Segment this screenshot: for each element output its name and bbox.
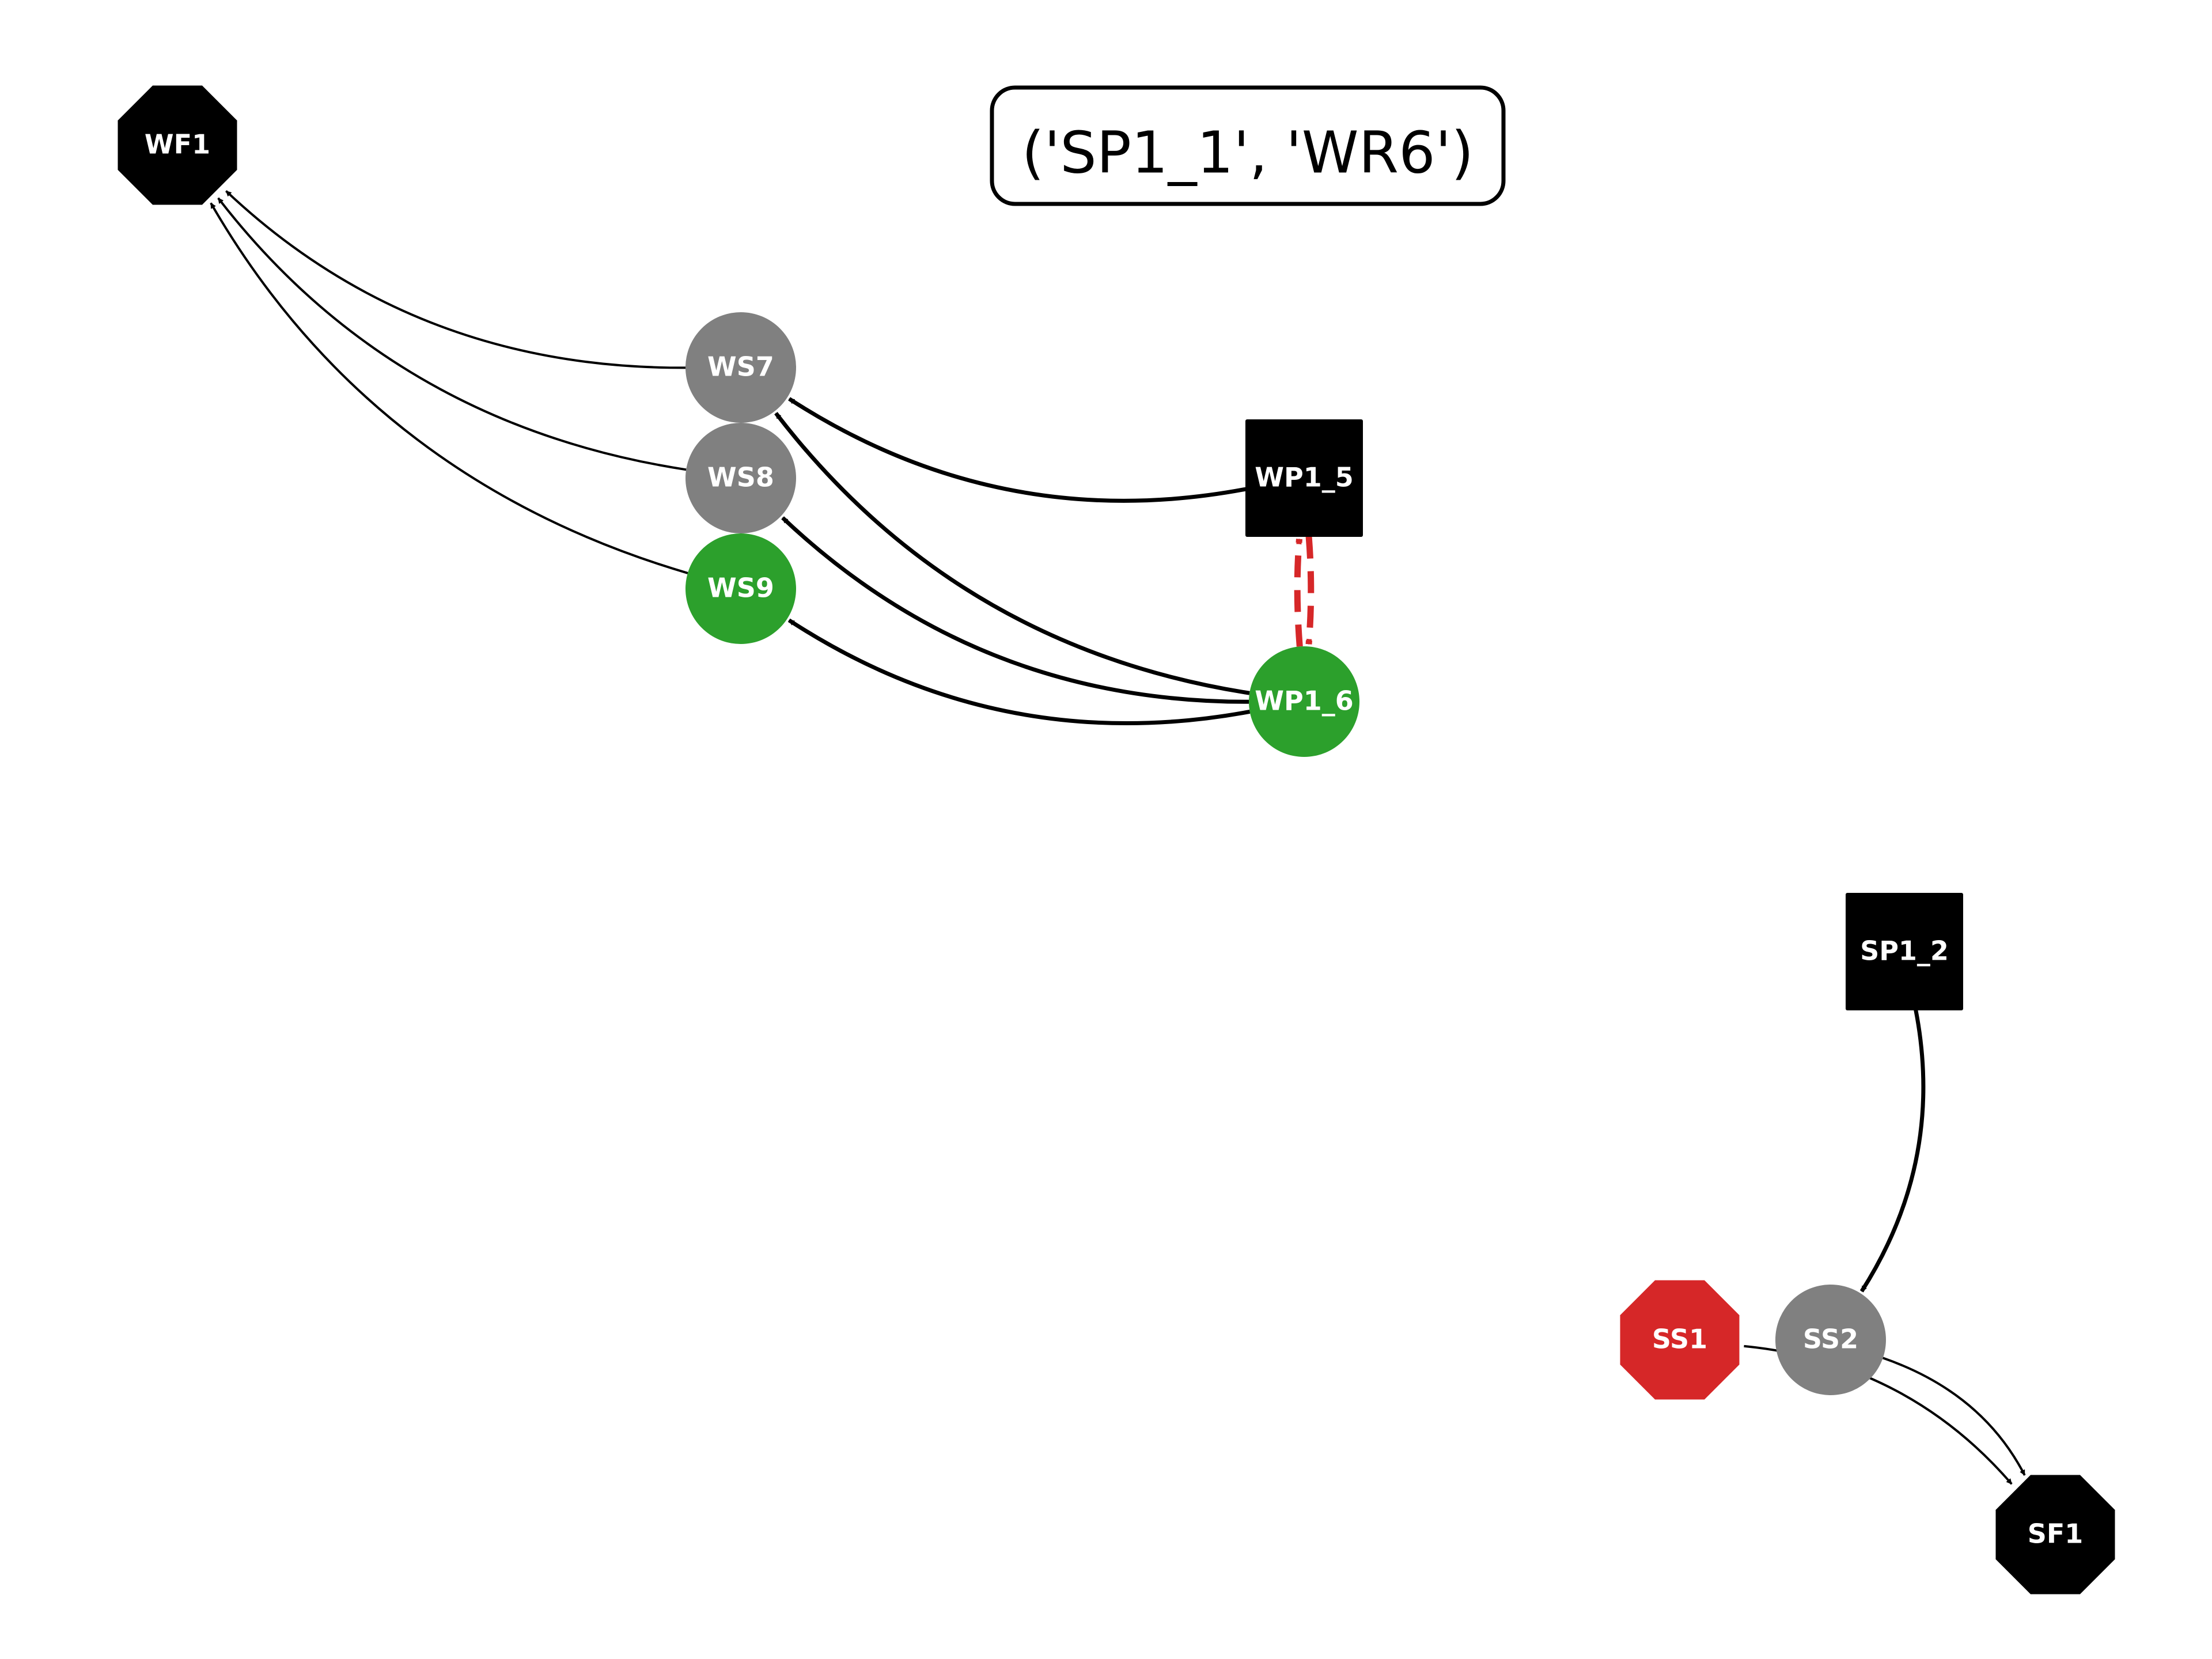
edge-wp1-6-to-ws9 <box>787 618 1251 725</box>
node-ws7[interactable]: WS7 <box>685 312 796 423</box>
circle-node-shape <box>1249 646 1359 757</box>
edge-ss2-to-sf1 <box>1883 1357 2026 1476</box>
node-wp1-5[interactable]: WP1_5 <box>1245 419 1363 537</box>
edge-wp1-6-to-wp1-5 <box>1294 538 1303 647</box>
node-label: SF1 <box>2028 1518 2084 1550</box>
edges-layer <box>210 190 2026 1485</box>
edge-sp1-2-to-ss2 <box>1859 1009 1926 1293</box>
node-ws8[interactable]: WS8 <box>685 423 796 533</box>
circle-node-shape <box>685 533 796 644</box>
edge-wp1-5-to-wp1-6 <box>1305 536 1315 645</box>
node-label: SP1_2 <box>1860 935 1949 967</box>
node-ss1[interactable]: SS1 <box>1620 1280 1740 1400</box>
circle-node-shape <box>685 423 796 533</box>
node-label: WS9 <box>707 573 774 604</box>
edge-wp1-5-to-ws7 <box>788 397 1247 503</box>
octagon-node-shape <box>1995 1475 2115 1594</box>
node-label: WP1_5 <box>1255 462 1353 493</box>
edge-wp1-6-to-ws8 <box>781 516 1249 704</box>
node-wp1-6[interactable]: WP1_6 <box>1249 646 1359 757</box>
node-label: SS2 <box>1803 1324 1858 1355</box>
edge-ws8-to-wf1 <box>217 197 687 471</box>
node-label: WP1_6 <box>1255 685 1353 717</box>
node-label: WF1 <box>145 129 210 160</box>
edge-ws7-to-wf1 <box>225 190 686 369</box>
node-ws9[interactable]: WS9 <box>685 533 796 644</box>
title-frame <box>990 85 1506 206</box>
title-box: ('SP1_1', 'WR6') <box>990 85 1506 206</box>
edge-wp1-6-to-ws7 <box>774 412 1250 695</box>
node-sp1-2[interactable]: SP1_2 <box>1846 893 1963 1010</box>
octagon-node-shape <box>118 85 237 205</box>
octagon-node-shape <box>1620 1280 1740 1400</box>
circle-node-shape <box>1775 1285 1886 1395</box>
square-node-shape <box>1846 893 1963 1010</box>
square-node-shape <box>1245 419 1363 537</box>
node-sf1[interactable]: SF1 <box>1995 1475 2115 1594</box>
node-ss2[interactable]: SS2 <box>1775 1285 1886 1395</box>
node-label: SS1 <box>1652 1324 1707 1355</box>
graph-title: ('SP1_1', 'WR6') <box>1022 119 1474 186</box>
node-wf1[interactable]: WF1 <box>118 85 237 205</box>
node-label: WS7 <box>707 351 774 382</box>
node-label: WS8 <box>707 462 774 493</box>
circle-node-shape <box>685 312 796 423</box>
edge-ws9-to-wf1 <box>210 202 688 574</box>
